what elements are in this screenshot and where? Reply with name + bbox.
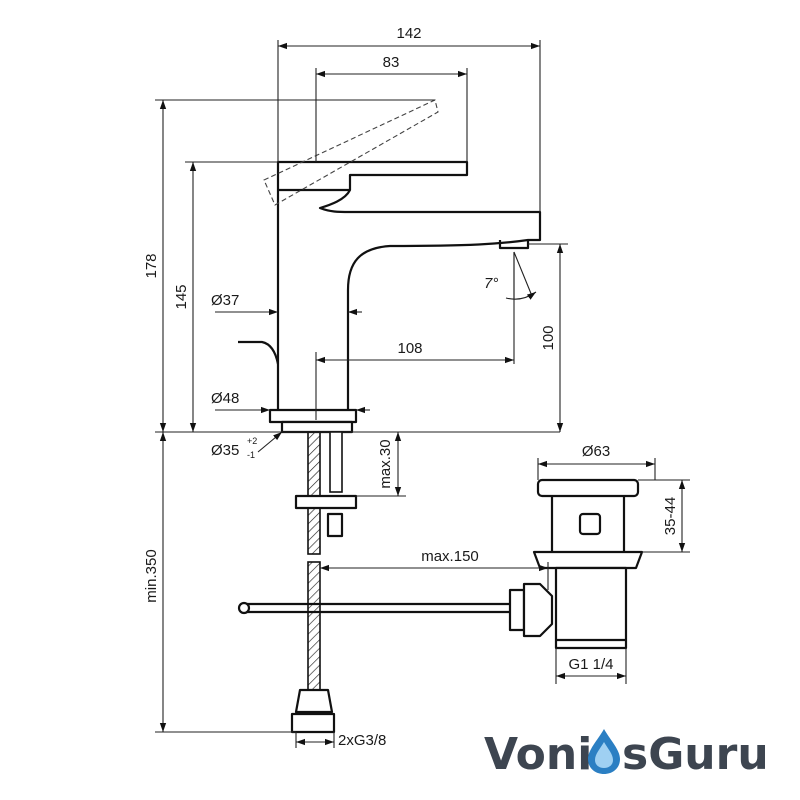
faucet-outline [276, 160, 542, 410]
faucet-base [268, 408, 358, 424]
label-178: 178 [143, 253, 160, 278]
label-d37: Ø37 [211, 292, 239, 309]
fixing-bracket [294, 494, 358, 510]
waste-upper-body [550, 496, 626, 552]
label-d63: Ø63 [582, 443, 610, 460]
faucet-body [238, 99, 542, 434]
waste-slot [578, 512, 602, 536]
rod-connector [326, 512, 344, 538]
label-d35: Ø35 [211, 442, 239, 459]
rod-clip [508, 588, 526, 632]
label-108: 108 [397, 340, 422, 357]
hose-left-lower [307, 561, 321, 691]
dimension-labels: 142 83 178 145 Ø37 7° 108 100 Ø48 Ø35 +2… [143, 25, 679, 749]
label-100: 100 [540, 325, 557, 350]
hose-nut [290, 712, 336, 734]
label-35-44: 35-44 [662, 497, 679, 535]
mounting-plate [280, 420, 354, 434]
label-tol-minus: -1 [247, 450, 255, 460]
brand-name-right: sGuru [622, 729, 769, 780]
label-83: 83 [383, 54, 400, 71]
waste-cap [536, 478, 640, 498]
label-tol-plus: +2 [247, 436, 257, 446]
dim-arrow-35 [257, 431, 283, 453]
popup-rod-end [237, 601, 251, 615]
label-g38: 2xG3/8 [338, 732, 386, 749]
label-min350: min.350 [143, 549, 160, 602]
hose-nut-top [294, 688, 334, 714]
label-max150: max.150 [421, 548, 479, 565]
label-142: 142 [396, 25, 421, 42]
hose-left-upper [307, 431, 321, 555]
popup-lever [238, 340, 280, 365]
water-drop-icon [588, 729, 620, 774]
dim-arc-7deg [505, 291, 537, 300]
waste-tube [554, 566, 628, 650]
brand-logo: Voni sGuru [484, 729, 769, 780]
label-7deg: 7° [484, 275, 498, 292]
lever-dashed-position [263, 99, 439, 206]
threaded-rod [329, 431, 343, 493]
label-145: 145 [173, 284, 190, 309]
label-max30: max.30 [377, 439, 394, 488]
label-d48: Ø48 [211, 390, 239, 407]
dimension-lines [155, 40, 690, 748]
waste-flange [532, 550, 644, 570]
popup-rod [244, 602, 510, 614]
rod-pivot [522, 582, 554, 638]
waste-valve [532, 478, 644, 650]
under-deck-assembly [237, 431, 554, 734]
brand-name-left: Voni [484, 729, 592, 780]
label-g114: G1 1/4 [568, 656, 613, 673]
